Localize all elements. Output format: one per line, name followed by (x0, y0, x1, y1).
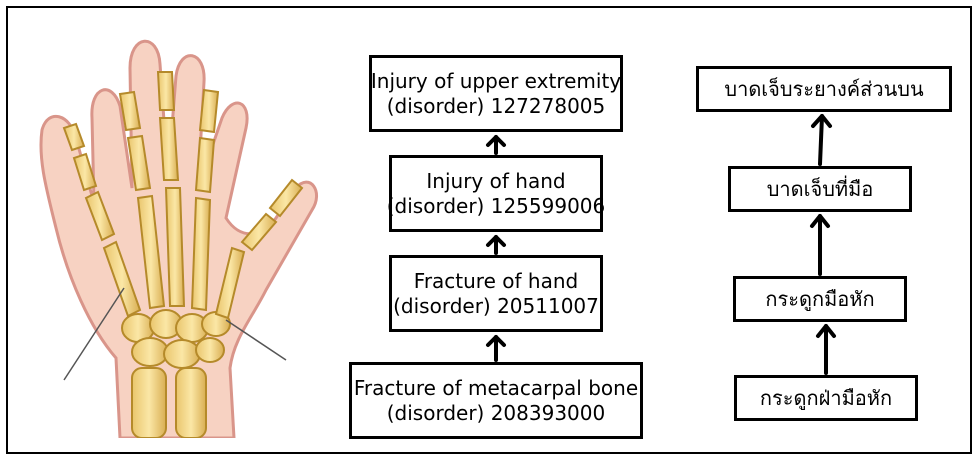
english-box-2-line2: (disorder) 125599006 (387, 194, 606, 219)
thai-box-3-label: กระดูกมือหัก (765, 287, 874, 312)
thai-box-1-label: บาดเจ็บระยางค์ส่วนบน (724, 77, 923, 102)
thai-box-2-label: บาดเจ็บที่มือ (767, 177, 874, 202)
english-box-4-line1: Fracture of metacarpal bone (354, 376, 638, 401)
thai-box-injury-hand: บาดเจ็บที่มือ (728, 166, 912, 212)
thai-box-injury-upper-extremity: บาดเจ็บระยางค์ส่วนบน (696, 66, 952, 112)
english-box-injury-hand: Injury of hand (disorder) 125599006 (389, 155, 603, 232)
english-box-1-line1: Injury of upper extremity (371, 69, 621, 94)
english-box-fracture-metacarpal: Fracture of metacarpal bone (disorder) 2… (349, 362, 643, 439)
english-box-4-line2: (disorder) 208393000 (354, 401, 638, 426)
english-box-2-line1: Injury of hand (387, 169, 606, 194)
english-box-fracture-hand: Fracture of hand (disorder) 20511007 (389, 255, 603, 332)
thai-box-4-label: กระดูกฝ่ามือหัก (760, 386, 892, 411)
english-box-3-line1: Fracture of hand (393, 269, 599, 294)
thai-box-fracture-hand: กระดูกมือหัก (733, 276, 907, 322)
thai-box-fracture-metacarpal: กระดูกฝ่ามือหัก (734, 375, 918, 421)
english-box-3-line2: (disorder) 20511007 (393, 294, 599, 319)
radius-bone (132, 368, 166, 438)
ulna-bone (176, 368, 206, 438)
hand-skeleton-illustration (20, 28, 320, 438)
english-box-1-line2: (disorder) 127278005 (371, 94, 621, 119)
english-box-injury-upper-extremity: Injury of upper extremity (disorder) 127… (369, 55, 623, 132)
